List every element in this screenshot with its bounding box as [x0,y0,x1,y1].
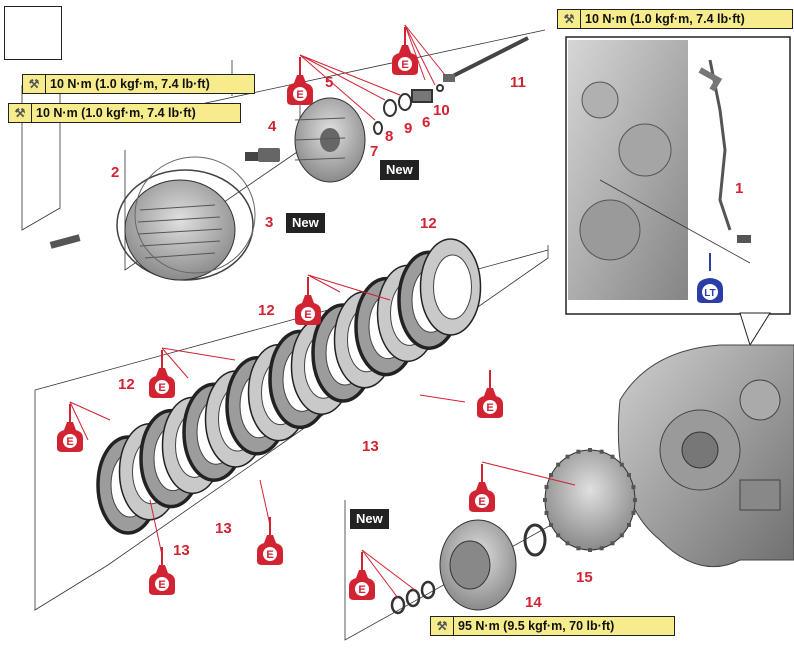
part-number-13: 13 [215,520,232,537]
housing-tooth [544,485,549,490]
torque-text: 10 N·m (1.0 kgf·m, 7.4 lb·ft) [50,77,210,91]
housing-tooth [610,454,615,459]
housing-tooth [556,462,561,467]
part-number-12: 12 [258,302,275,319]
wrench-icon: ⚒ [23,75,46,93]
lt-letter: LT [704,288,715,299]
part-number-12: 12 [118,376,135,393]
inset-engine [568,40,771,347]
oil-symbol-13-right [476,369,504,419]
vehicle-type-box [4,6,62,60]
housing-tooth [631,510,636,515]
lt-locktite-symbol: LT [697,253,723,303]
housing-tooth [633,498,637,502]
part-number-9: 9 [404,120,413,137]
wrench-icon: ⚒ [431,617,454,635]
housing-tooth [619,533,624,538]
wrench-icon: ⚒ [9,104,32,122]
housing-tooth [549,523,554,527]
oil-symbol-housing [468,463,496,513]
clutch-housing [543,448,637,552]
part-number-4: 4 [268,118,277,135]
leader-lines [69,24,576,599]
pressure-plate [294,97,366,183]
housing-tooth [599,449,604,454]
part-number-8: 8 [385,128,394,145]
part-number-2: 2 [111,164,120,181]
wrench-icon: ⚒ [558,10,581,28]
nut-and-washers [390,580,436,615]
cover-bolts [49,148,280,249]
housing-tooth [565,541,570,546]
oil-symbol-12-top [294,276,322,326]
plate-hole [433,254,472,320]
housing-tooth [610,541,615,546]
part-number-13: 13 [173,542,190,559]
torque-spec-push-rod: ⚒ 10 N·m (1.0 kgf·m, 7.4 lb·ft) [557,9,793,29]
clutch-boss [439,519,517,611]
part-number-14: 14 [525,594,542,611]
housing-tooth [544,510,549,515]
housing-tooth [599,546,604,551]
housing-tooth [626,473,631,477]
housing-tooth [565,454,570,459]
push-rod [443,36,529,82]
gasket [134,156,256,274]
housing-tooth [549,473,554,477]
housing-tooth [631,485,636,490]
torque-spec-cover-lower: ⚒ 10 N·m (1.0 kgf·m, 7.4 lb·ft) [8,103,241,123]
part-number-11: 11 [510,74,526,91]
part-number-3: 3 [265,214,274,231]
part-number-7: 7 [370,143,379,160]
engine-block [617,344,794,568]
clutch-plates-stack [96,238,482,535]
washers-and-bearing [373,84,444,135]
housing-tooth [556,533,561,538]
torque-text: 10 N·m (1.0 kgf·m, 7.4 lb·ft) [585,12,745,26]
part-number-5: 5 [325,74,334,91]
housing-tooth [588,548,592,552]
new-label: New [380,160,419,180]
torque-text: 10 N·m (1.0 kgf·m, 7.4 lb·ft) [36,106,196,120]
torque-spec-cover-upper: ⚒ 10 N·m (1.0 kgf·m, 7.4 lb·ft) [22,74,255,94]
part-number-6: 6 [422,114,431,131]
oil-symbol-12-left [56,403,84,453]
thrust-washer [523,523,547,557]
new-label: New [350,509,389,529]
oil-symbol-12-mid [148,349,176,399]
part-number-12: 12 [420,215,437,232]
housing-tooth [576,449,581,454]
part-number-13: 13 [362,438,379,455]
housing-tooth [626,523,631,527]
housing-tooth [619,462,624,467]
housing-tooth [543,498,547,502]
oil-symbol-nut [348,551,376,601]
housing-tooth [576,546,581,551]
housing-tooth [588,448,592,452]
clutch-cover [116,169,254,281]
part-number-1: 1 [735,180,744,197]
part-number-10: 10 [433,102,450,119]
part-number-15: 15 [576,569,593,586]
new-label: New [286,213,325,233]
torque-spec-boss-nut: ⚒ 95 N·m (9.5 kgf·m, 70 lb·ft) [430,616,675,636]
torque-text: 95 N·m (9.5 kgf·m, 70 lb·ft) [458,619,615,633]
